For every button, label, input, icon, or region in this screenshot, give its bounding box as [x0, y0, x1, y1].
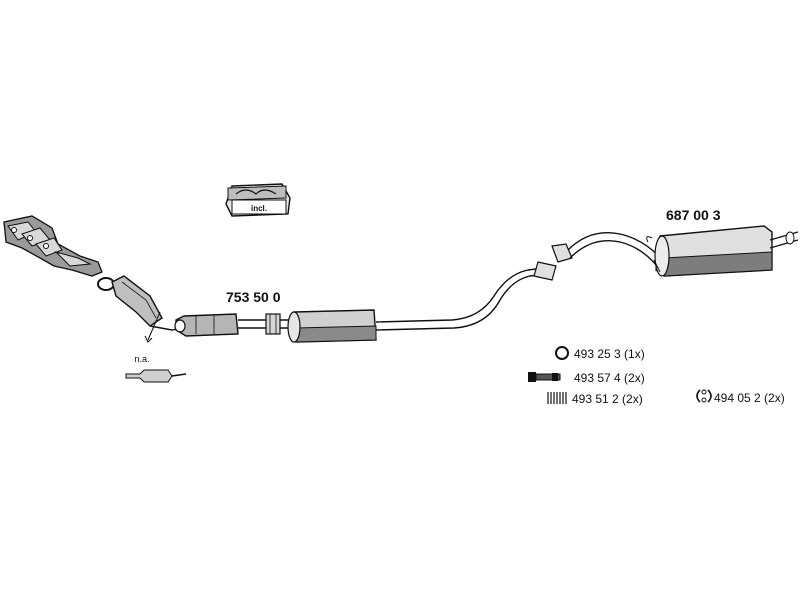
- svg-text:494 05 2 (2x): 494 05 2 (2x): [714, 391, 785, 405]
- exhaust-manifold[interactable]: [3, 215, 103, 277]
- kit-label: incl.: [251, 204, 267, 213]
- front-catalytic-converter[interactable]: [111, 275, 183, 331]
- rubber-mount-icon: [696, 389, 712, 403]
- svg-text:493 25 3 (1x): 493 25 3 (1x): [574, 347, 645, 361]
- accessory-ring-gasket[interactable]: 493 25 3 (1x): [555, 346, 645, 361]
- svg-text:493 51 2 (2x): 493 51 2 (2x): [572, 392, 643, 406]
- accessory-spring[interactable]: 493 51 2 (2x): [547, 392, 643, 406]
- svg-text:493 57 4 (2x): 493 57 4 (2x): [574, 371, 645, 385]
- spring-icon: [547, 392, 567, 404]
- lambda-sensor[interactable]: n.a.: [125, 311, 187, 383]
- flange-gasket[interactable]: [97, 277, 115, 291]
- accessory-bolt[interactable]: 493 57 4 (2x): [528, 371, 645, 385]
- middle-pipe-assembly[interactable]: [174, 261, 557, 343]
- mounting-kit-box[interactable]: incl.: [225, 183, 291, 217]
- sensor-note: n.a.: [134, 354, 149, 364]
- accessory-rubber-mount[interactable]: 494 05 2 (2x): [696, 389, 785, 405]
- bolt-icon: [528, 372, 561, 382]
- main-pipe-part-number: 753 50 0: [226, 289, 281, 305]
- rear-silencer-part-number: 687 00 3: [666, 207, 721, 223]
- rear-silencer[interactable]: [551, 225, 799, 277]
- ring-gasket-icon: [555, 346, 569, 360]
